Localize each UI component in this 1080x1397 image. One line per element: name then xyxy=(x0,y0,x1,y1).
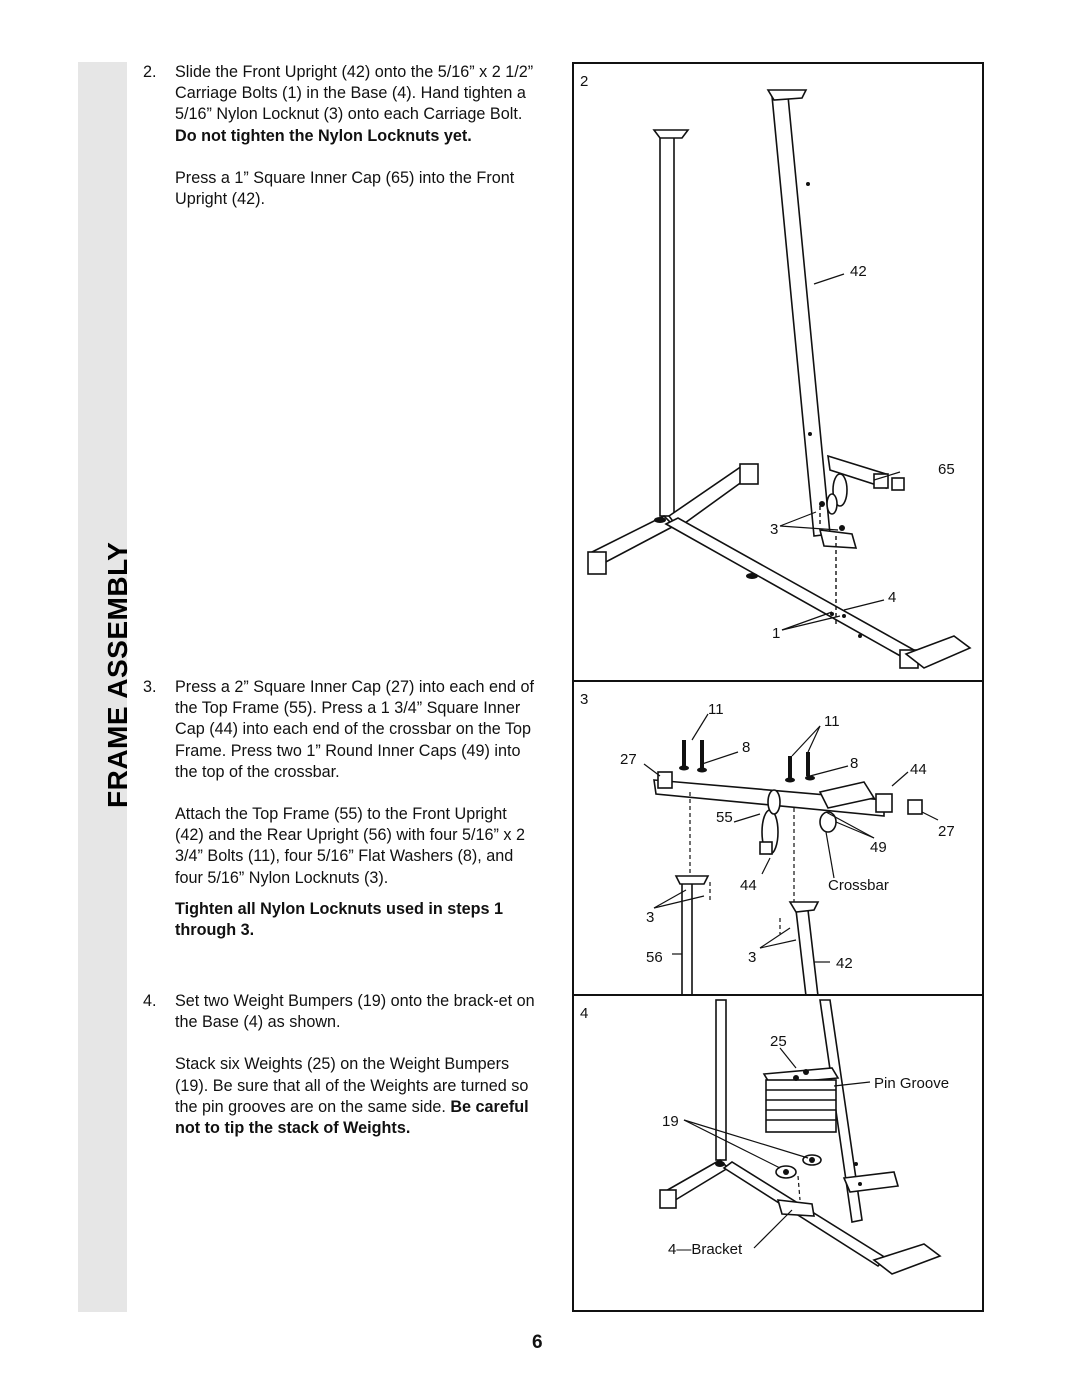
callout-label: 11 xyxy=(708,701,724,718)
step-number: 4. xyxy=(143,992,157,1010)
figure-step-3: 3 xyxy=(572,680,984,996)
callout-label: 4 xyxy=(888,589,896,606)
top-frame-diagram: 3 xyxy=(580,691,955,996)
step-paragraph: Press a 2” Square Inner Cap (27) into ea… xyxy=(175,678,535,781)
figure-step-number: 3 xyxy=(580,691,588,708)
step-number: 2. xyxy=(143,63,157,81)
figure-step-number: 4 xyxy=(580,1005,588,1022)
callout-label: 42 xyxy=(836,955,853,972)
section-title: FRAME ASSEMBLY xyxy=(102,541,133,808)
step-warning: Tighten all Nylon Locknuts used in steps… xyxy=(175,899,504,940)
step-paragraph: Set two Weight Bumpers (19) onto the bra… xyxy=(175,992,535,1032)
figure-step-4: 4 xyxy=(572,994,984,1312)
callout-label: 56 xyxy=(646,949,663,966)
callout-label: 49 xyxy=(870,839,887,856)
callout-label: 27 xyxy=(620,751,637,768)
callout-label: 44 xyxy=(740,877,757,894)
front-upright-diagram: 2 xyxy=(580,73,972,669)
callout-label: 42 xyxy=(850,263,867,280)
callout-label: 8 xyxy=(850,755,858,772)
step-4-text: 4. Set two Weight Bumpers (19) onto the … xyxy=(143,991,538,1160)
step-paragraph: Attach the Top Frame (55) to the Front U… xyxy=(175,805,525,887)
step-2-text: 2. Slide the Front Upright (42) onto the… xyxy=(143,62,538,231)
callout-label: 1 xyxy=(772,625,780,642)
callout-label: Pin Groove xyxy=(874,1075,949,1092)
callout-label: 4—Bracket xyxy=(668,1241,743,1258)
step-3-text: 3. Press a 2” Square Inner Cap (27) into… xyxy=(143,677,538,962)
callout-label: 19 xyxy=(662,1113,679,1130)
callout-label: 27 xyxy=(938,823,955,840)
callout-label: 8 xyxy=(742,739,750,756)
step-number: 3. xyxy=(143,678,157,696)
callout-label: 3 xyxy=(770,521,778,538)
callout-label: 65 xyxy=(938,461,955,478)
callout-label: 3 xyxy=(646,909,654,926)
figure-step-number: 2 xyxy=(580,73,588,90)
weight-stack-diagram: 4 xyxy=(580,999,949,1275)
callout-label: 55 xyxy=(716,809,733,826)
step-paragraph: Slide the Front Upright (42) onto the 5/… xyxy=(175,63,534,145)
callout-label: 3 xyxy=(748,949,756,966)
section-sidebar xyxy=(78,62,127,1312)
callout-label: 25 xyxy=(770,1033,787,1050)
step-paragraph: Stack six Weights (25) on the Weight Bum… xyxy=(175,1055,529,1138)
page-number: 6 xyxy=(532,1332,543,1353)
callout-label: 11 xyxy=(824,713,840,730)
figure-step-2: 2 xyxy=(572,62,984,682)
step-paragraph: Press a 1” Square Inner Cap (65) into th… xyxy=(175,168,515,209)
callout-label: 44 xyxy=(910,761,927,778)
callout-label: Crossbar xyxy=(828,877,889,894)
